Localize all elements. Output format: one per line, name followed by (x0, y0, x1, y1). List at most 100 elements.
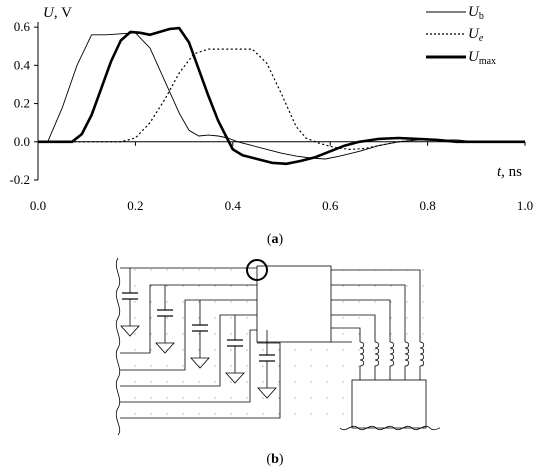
grid-dot (278, 365, 280, 367)
grid-dot (134, 349, 136, 351)
grid-dot (134, 333, 136, 335)
series-line-max (38, 26, 525, 166)
grid-dot (342, 365, 344, 367)
grid-dot (230, 349, 232, 351)
grid-dot (278, 397, 280, 399)
circuit-diagram: (b) (115, 257, 441, 467)
x-tick-label: 0.6 (322, 198, 339, 213)
grid-dot (246, 413, 248, 415)
x-tick-label: 1.0 (517, 198, 533, 213)
grid-dot (134, 317, 136, 319)
grid-dot (246, 285, 248, 287)
grid-dot (150, 317, 152, 319)
grid-dot (374, 301, 376, 303)
grid-dot (422, 317, 424, 319)
grid-dot (374, 285, 376, 287)
grid-dot (214, 381, 216, 383)
ground-symbol (120, 325, 140, 337)
grid-dot (262, 381, 264, 383)
grid-dot (166, 317, 168, 319)
grid-dot (134, 365, 136, 367)
grid-dot (134, 301, 136, 303)
grid-dot (182, 349, 184, 351)
grid-dot (150, 397, 152, 399)
grid-dot (198, 333, 200, 335)
grid-dot (182, 333, 184, 335)
grid-dot (214, 349, 216, 351)
grid-dot (310, 349, 312, 351)
x-axis-label: t, ns (497, 164, 522, 180)
grid-dot (150, 413, 152, 415)
grid-dot (182, 413, 184, 415)
grid-dot (230, 397, 232, 399)
legend-label-umax: Umax (468, 49, 496, 67)
wire (331, 284, 406, 342)
y-axis-label: U, V (43, 5, 72, 21)
grid-dot (166, 301, 168, 303)
grid-dot (150, 365, 152, 367)
grid-dot (214, 317, 216, 319)
grid-dot (278, 349, 280, 351)
grid-dot (406, 333, 408, 335)
grid-dot (182, 285, 184, 287)
wire (120, 314, 257, 387)
grid-dot (246, 397, 248, 399)
grid-dot (358, 301, 360, 303)
wire (120, 284, 257, 354)
grid-dot (246, 317, 248, 319)
grid-dot (166, 333, 168, 335)
grid-dot (422, 285, 424, 287)
grid-dot (262, 397, 264, 399)
highlight-circle (246, 259, 268, 281)
grid-dot (294, 413, 296, 415)
grid-dot (214, 365, 216, 367)
wire (331, 299, 391, 342)
y-tick-label: 0.2 (14, 96, 30, 111)
left-wires (120, 267, 281, 419)
grid-dot (166, 365, 168, 367)
wire (331, 269, 421, 342)
grid-dot (342, 285, 344, 287)
y-tick-label: 0.6 (14, 19, 31, 34)
caption-b: (b) (266, 452, 283, 467)
series-layer (38, 26, 525, 166)
legend: Ub Ue Umax (426, 4, 496, 67)
grid-dot (342, 349, 344, 351)
grid-dot (390, 301, 392, 303)
grid-dot (214, 269, 216, 271)
inductor (374, 341, 380, 367)
grid-dot (358, 317, 360, 319)
grid-dot (294, 349, 296, 351)
grid-dot (294, 381, 296, 383)
grid-dot (326, 413, 328, 415)
grid-dot (150, 269, 152, 271)
grid-dot (246, 333, 248, 335)
inductors (359, 341, 425, 367)
grid-dot (230, 365, 232, 367)
grid-dot (182, 301, 184, 303)
grid-dot (198, 269, 200, 271)
legend-label-ue: Ue (468, 26, 484, 44)
inductor (419, 341, 425, 367)
lower-wavy-boundary (339, 425, 441, 431)
grid-dot (406, 349, 408, 351)
x-tick-label: 0.8 (419, 198, 435, 213)
grid-dot (390, 317, 392, 319)
grid-dot (166, 397, 168, 399)
grid-dot (230, 269, 232, 271)
grid-dot (326, 365, 328, 367)
grid-dot (294, 365, 296, 367)
grid-dot (422, 333, 424, 335)
left-wavy-boundary (115, 257, 121, 436)
grid-dot (150, 349, 152, 351)
grid-dot (422, 269, 424, 271)
grid-dot (198, 413, 200, 415)
grid-dot (390, 333, 392, 335)
y-axis: -0.20.00.20.40.6 (9, 19, 39, 187)
grid-dot (310, 365, 312, 367)
grid-dot (374, 349, 376, 351)
grid-dot (166, 413, 168, 415)
grid-dot (342, 317, 344, 319)
